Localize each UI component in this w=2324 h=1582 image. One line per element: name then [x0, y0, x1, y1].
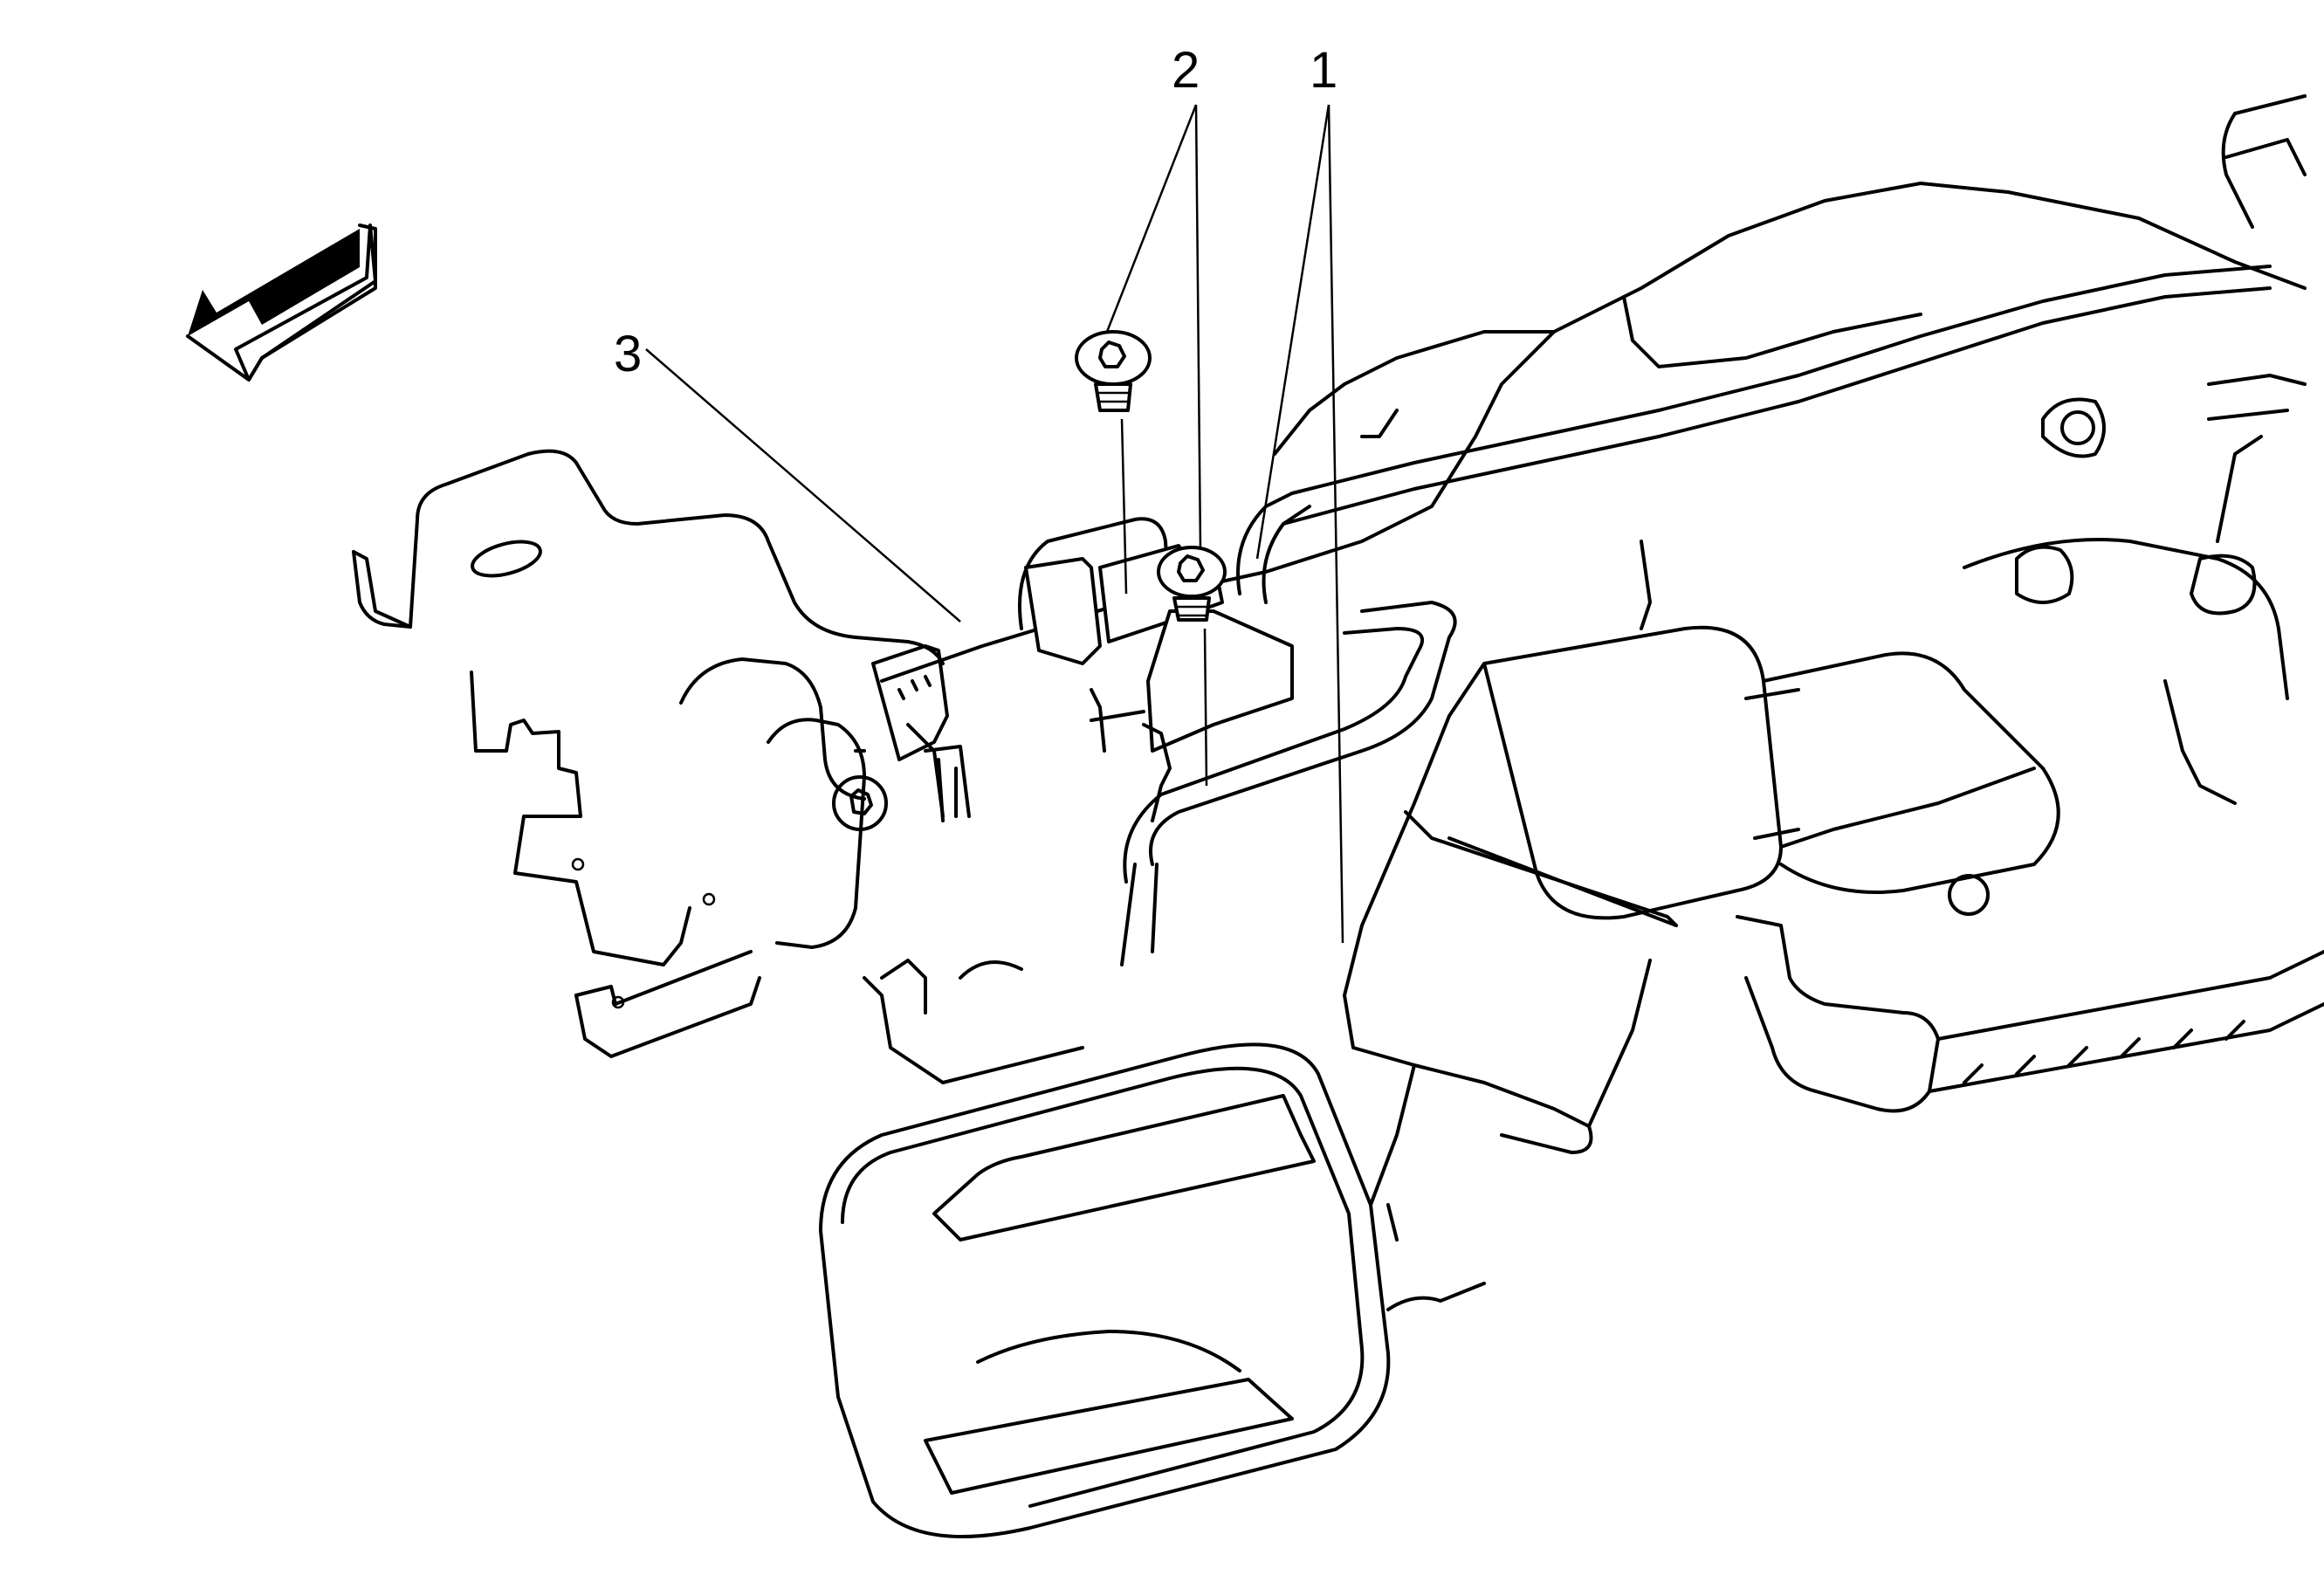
callout-label-1: 1	[1310, 42, 1337, 99]
vacuum-tube	[1120, 265, 2272, 966]
mounting-bracket	[352, 449, 945, 1058]
torx-bolt-icon	[1157, 546, 1227, 622]
purge-canister	[819, 749, 1486, 1538]
callout-label-2: 2	[1172, 42, 1200, 99]
front-direction-arrow-icon	[186, 224, 377, 382]
intake-duct	[1343, 625, 2060, 1207]
leader-lines	[645, 104, 1344, 944]
throttle-body	[1273, 94, 2324, 1113]
callout-label-3: 3	[614, 326, 642, 382]
torx-bolt-icon	[1075, 330, 1152, 412]
torx-bolt-icon	[832, 775, 888, 831]
